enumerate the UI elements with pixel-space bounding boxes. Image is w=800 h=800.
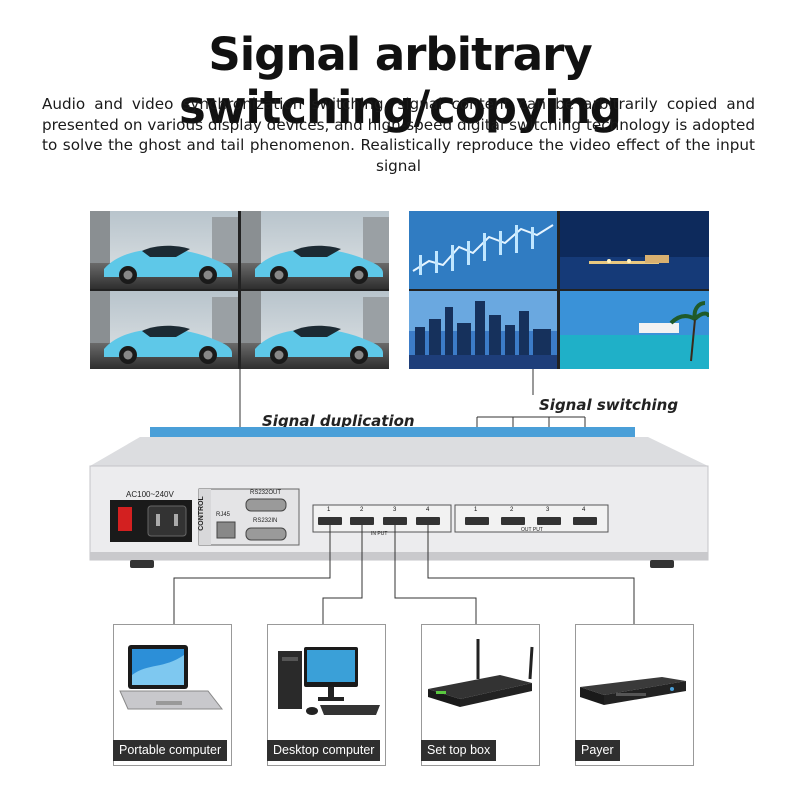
chassis-top — [90, 437, 708, 466]
output-port-number: 4 — [582, 507, 586, 513]
rs232-out-label: RS232OUT — [250, 490, 282, 496]
input-port-number: 1 — [327, 507, 331, 513]
output-hdmi-ports — [465, 517, 597, 525]
input-label: IN PUT — [371, 531, 388, 537]
scene-tiles — [409, 211, 711, 369]
output-port-number: 3 — [546, 507, 550, 513]
signal-switching-label: Signal switching — [539, 396, 679, 414]
duplication-video-wall — [90, 211, 389, 369]
power-label: AC100~240V — [126, 490, 174, 499]
input-port-number: 2 — [360, 507, 364, 513]
output-port-number: 2 — [510, 507, 514, 513]
foot-left — [130, 560, 154, 568]
device-set-top-box: Set top box — [421, 624, 540, 766]
page-description: Audio and video synchronization switchin… — [42, 95, 755, 175]
output-port-number: 1 — [474, 507, 478, 513]
desktop-icon — [278, 647, 380, 715]
input-port-number: 4 — [426, 507, 430, 513]
output-label: OUT PUT — [521, 527, 543, 533]
device-desktop-computer: Desktop computer — [267, 624, 386, 766]
rs232-in-label: RS232IN — [253, 518, 278, 524]
device-player: Payer — [575, 624, 694, 766]
input-hdmi-ports — [318, 517, 440, 525]
rs232-out-port-icon — [245, 498, 287, 512]
input-device-lines — [173, 525, 635, 624]
laptop-icon — [119, 645, 224, 710]
device-label: Desktop computer — [267, 740, 381, 761]
player-icon — [580, 677, 686, 705]
rj45-port-icon — [216, 521, 236, 539]
set-top-box-icon — [428, 639, 534, 707]
input-port-number: 3 — [393, 507, 397, 513]
device-label: Portable computer — [113, 740, 228, 761]
rs232-in-port-icon — [245, 527, 287, 541]
control-label: CONTROL — [197, 496, 205, 531]
page-title: Signal arbitrary switching/copying — [179, 28, 622, 134]
device-label: Set top box — [421, 740, 497, 761]
signal-duplication-label: Signal duplication — [262, 412, 415, 430]
power-switch-icon — [118, 507, 132, 531]
chassis-top-strip — [150, 427, 635, 437]
rj45-label: RJ45 — [216, 512, 231, 518]
switching-video-wall — [409, 211, 711, 369]
device-label: Payer — [575, 740, 620, 761]
device-portable-computer: Portable computer — [113, 624, 232, 766]
foot-right — [650, 560, 674, 568]
